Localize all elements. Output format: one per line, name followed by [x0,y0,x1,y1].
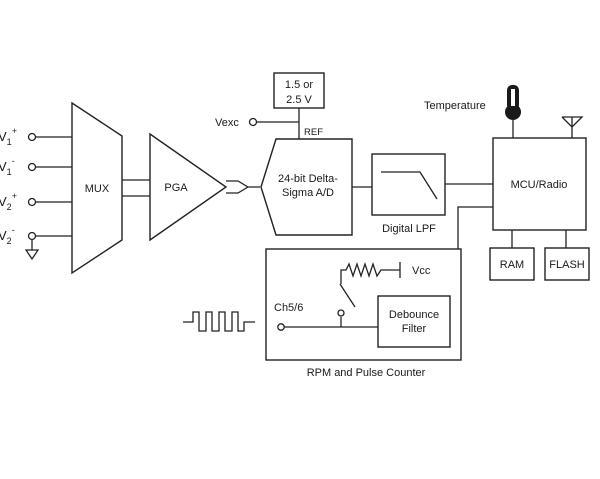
input-v2-minus: V2- [0,225,72,250]
mcu-label: MCU/Radio [511,179,568,191]
svg-text:V2+: V2+ [0,191,17,212]
input-v2-plus-sup: + [12,191,17,201]
input-v1-plus-base: V [0,129,7,144]
input-v1-minus-sub: 1 [7,167,12,177]
antenna-icon [561,116,584,138]
input-v1-plus-sub: 1 [7,137,12,147]
adc-label-line1: 24-bit Delta- [278,173,338,185]
resistor-icon [340,261,400,284]
svg-text:V1+: V1+ [0,126,17,147]
mcu-radio-block: MCU/Radio [492,137,587,231]
svg-text:V2-: V2- [0,225,15,246]
input-v1-plus: V1+ [0,126,72,147]
input-v2-minus-sub: 2 [7,236,12,246]
pulse-counter-title: RPM and Pulse Counter [307,367,426,379]
input-v2-plus-sub: 2 [7,202,12,212]
input-v2-minus-base: V [0,228,7,243]
ram-label: RAM [500,259,524,271]
flash-label: FLASH [549,259,585,271]
adc-label-line2: Sigma A/D [282,187,334,199]
flash-block: FLASH [544,247,590,281]
square-wave-signal-icon [183,311,255,332]
input-v1-minus-sup: - [12,156,15,166]
input-v2-plus: V2+ [0,191,72,212]
reference-line1: 1.5 or [285,79,313,91]
ref-label: REF [304,127,323,138]
input-v1-minus-base: V [0,159,7,174]
debounce-filter-block: Debounce Filter [377,295,451,348]
input-v2-plus-base: V [0,194,7,209]
input-v2-minus-sup: - [12,225,15,235]
reference-line2: 2.5 V [286,94,312,106]
vcc-label: Vcc [412,265,431,277]
switch-icon [339,283,356,308]
vexc-label: Vexc [215,117,239,129]
input-v1-minus: V1- [0,156,72,177]
debounce-label-line1: Debounce [389,309,439,321]
ram-block: RAM [489,247,535,281]
lpf-label: Digital LPF [382,223,436,235]
pga-block: PGA [149,132,228,242]
svg-text:V1-: V1- [0,156,15,177]
lowpass-response-icon [381,171,438,200]
input-v1-plus-sup: + [12,126,17,136]
mux-block: MUX [71,101,123,275]
mux-label: MUX [85,183,110,195]
pga-label: PGA [164,182,188,194]
temperature-label: Temperature [424,100,486,112]
channel-label: Ch5/6 [274,302,303,314]
debounce-label-line2: Filter [402,323,427,335]
adc-block: 24-bit Delta- Sigma A/D [260,138,353,236]
reference-block: 1.5 or 2.5 V [273,72,325,109]
thermometer-icon [505,85,521,120]
digital-lpf-block: Digital LPF [371,153,446,235]
ground-icon [24,249,40,261]
